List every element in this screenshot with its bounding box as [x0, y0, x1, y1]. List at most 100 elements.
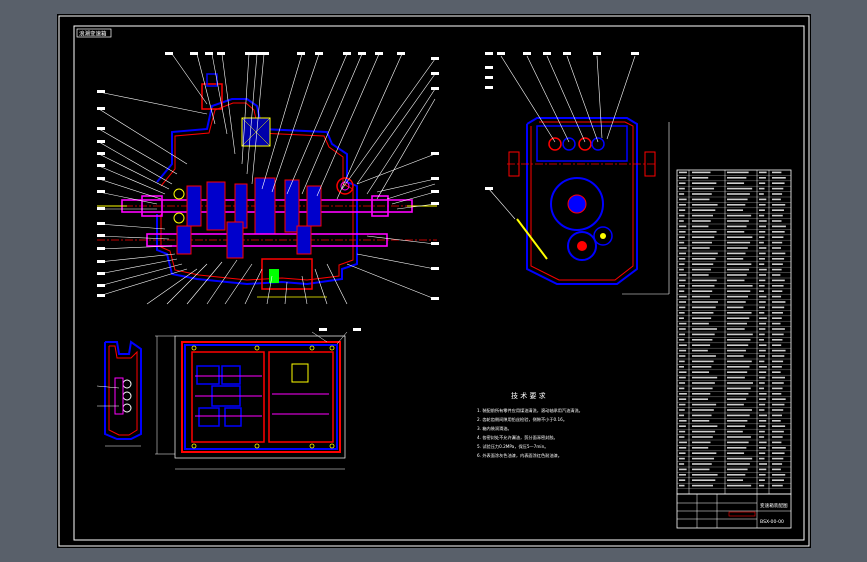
parts-list-cell-text — [679, 193, 685, 195]
parts-list-cell-text — [772, 225, 786, 228]
drawing-frame — [73, 25, 805, 541]
parts-list-cell-text — [692, 214, 714, 217]
large-gear-hub — [567, 194, 587, 214]
parts-list-cell-text — [727, 225, 747, 228]
parts-list-cell-text — [772, 328, 785, 330]
parts-list-cell-text — [759, 355, 766, 357]
parts-list-cell-text — [772, 349, 786, 352]
parts-list-cell-text — [727, 252, 746, 255]
parts-list-cell-text — [772, 457, 784, 460]
parts-list-cell-text — [727, 393, 749, 395]
parts-list-cell-text — [759, 452, 766, 454]
side-flange-right — [644, 151, 656, 177]
parts-list-cell-text — [727, 209, 744, 211]
parts-list-cell-text — [692, 312, 714, 314]
parts-list-cell-text — [759, 322, 767, 325]
top-view-right-chamber — [268, 351, 334, 443]
parts-list-cell-text — [727, 355, 744, 357]
parts-list-cell-text — [692, 317, 712, 319]
parts-list-cell-text — [679, 187, 685, 190]
parts-list-cell-text — [679, 285, 685, 287]
parts-list-cell-text — [692, 360, 714, 363]
parts-list-cell-text — [692, 403, 717, 406]
parts-list-cell-text — [679, 382, 686, 384]
parts-list-cell-text — [727, 344, 749, 346]
parts-list-cell-text — [772, 409, 784, 411]
parts-list-cell-text — [759, 420, 767, 422]
parts-list-cell-text — [692, 398, 709, 400]
oil-dipstick — [516, 218, 548, 260]
parts-list-cell-text — [679, 252, 686, 255]
parts-list-cell-text — [679, 441, 687, 444]
parts-list-cell-text — [727, 274, 747, 276]
parts-list-cell-text — [679, 393, 687, 395]
parts-list-cell-text — [727, 441, 749, 444]
parts-list-cell-text — [772, 258, 785, 260]
parts-list-cell-text — [692, 301, 718, 303]
parts-list-cell-text — [692, 209, 716, 211]
tech-req-title: 技 术 要 求 — [511, 391, 546, 400]
parts-list-cell-text — [772, 447, 786, 449]
parts-list-cell-text — [727, 171, 749, 174]
parts-list-cell-text — [679, 225, 687, 228]
parts-list-cell-text — [692, 436, 713, 438]
right-leader-lines — [346, 153, 436, 300]
parts-list-cell-text — [727, 339, 751, 341]
parts-list-cell-text — [727, 204, 746, 206]
parts-list-cell-text — [727, 457, 753, 460]
parts-list-cell-text — [692, 349, 708, 352]
parts-list-cell-text — [727, 263, 752, 265]
parts-list-cell-text — [679, 457, 685, 460]
parts-list-cell-text — [679, 274, 687, 276]
shift-rail-housing — [536, 125, 628, 162]
counter-gear-3 — [296, 225, 312, 255]
top-leader-lines — [171, 53, 436, 200]
parts-list-cell-text — [772, 187, 784, 190]
parts-list-cell-text — [772, 484, 783, 487]
parts-list-cell-text — [692, 382, 715, 384]
parts-list-cell-text — [679, 366, 684, 368]
parts-list-cell-text — [692, 290, 713, 292]
gear-1 — [186, 185, 202, 227]
parts-list-cell-text — [772, 371, 781, 373]
parts-list-cell-text — [759, 198, 767, 201]
gear-6 — [306, 185, 322, 227]
parts-list-cell-text — [692, 463, 712, 465]
side-leader-lines — [488, 55, 636, 220]
parts-list-cell-text — [727, 177, 747, 179]
parts-list-cell-text — [759, 409, 765, 411]
counter-gear-2 — [226, 221, 244, 259]
parts-list-cell-text — [679, 182, 686, 184]
parts-list-cell-text — [759, 279, 766, 282]
parts-list-cell-text — [692, 333, 715, 336]
parts-list-cell-text — [679, 398, 687, 400]
parts-list-cell-text — [727, 306, 744, 309]
parts-list-cell-text — [692, 225, 709, 228]
technical-requirements: 技 术 要 求 1. 装配前所有零件应用煤油清洗，滚动轴承用汽油清洗。 2. 齿… — [477, 391, 583, 459]
parts-list-cell-text — [772, 268, 782, 271]
parts-list-cell-text — [727, 236, 753, 238]
parts-list-cell-text — [692, 457, 715, 460]
parts-list-cell-text — [772, 425, 786, 427]
parts-list-cell-text — [772, 322, 781, 325]
parts-list-cell-text — [772, 387, 783, 390]
parts-list-cell-text — [692, 198, 710, 201]
parts-list-cell-text — [692, 414, 712, 417]
parts-list-cell-text — [692, 474, 718, 476]
parts-list-cell-text — [679, 236, 685, 238]
balloon-markers — [97, 52, 439, 300]
parts-list-cell-text — [727, 322, 747, 325]
idler-gear — [593, 226, 613, 246]
parts-list-cell-text — [679, 414, 685, 417]
parts-list-cell-text — [727, 425, 746, 427]
parts-list-cell-text — [679, 371, 687, 373]
parts-list-cell-text — [759, 436, 765, 438]
parts-list-cell-text — [772, 398, 786, 400]
parts-list-cell-text — [679, 355, 686, 357]
tech-req-item: 4. 各密封处不允许漏油，剪分面涿密封胶。 — [477, 434, 558, 441]
parts-list-cell-text — [679, 322, 687, 325]
parts-list-cell-text — [692, 328, 717, 330]
parts-list-cell-text — [772, 171, 782, 174]
parts-list-cell-text — [679, 312, 685, 314]
parts-list-cell-text — [772, 376, 785, 379]
